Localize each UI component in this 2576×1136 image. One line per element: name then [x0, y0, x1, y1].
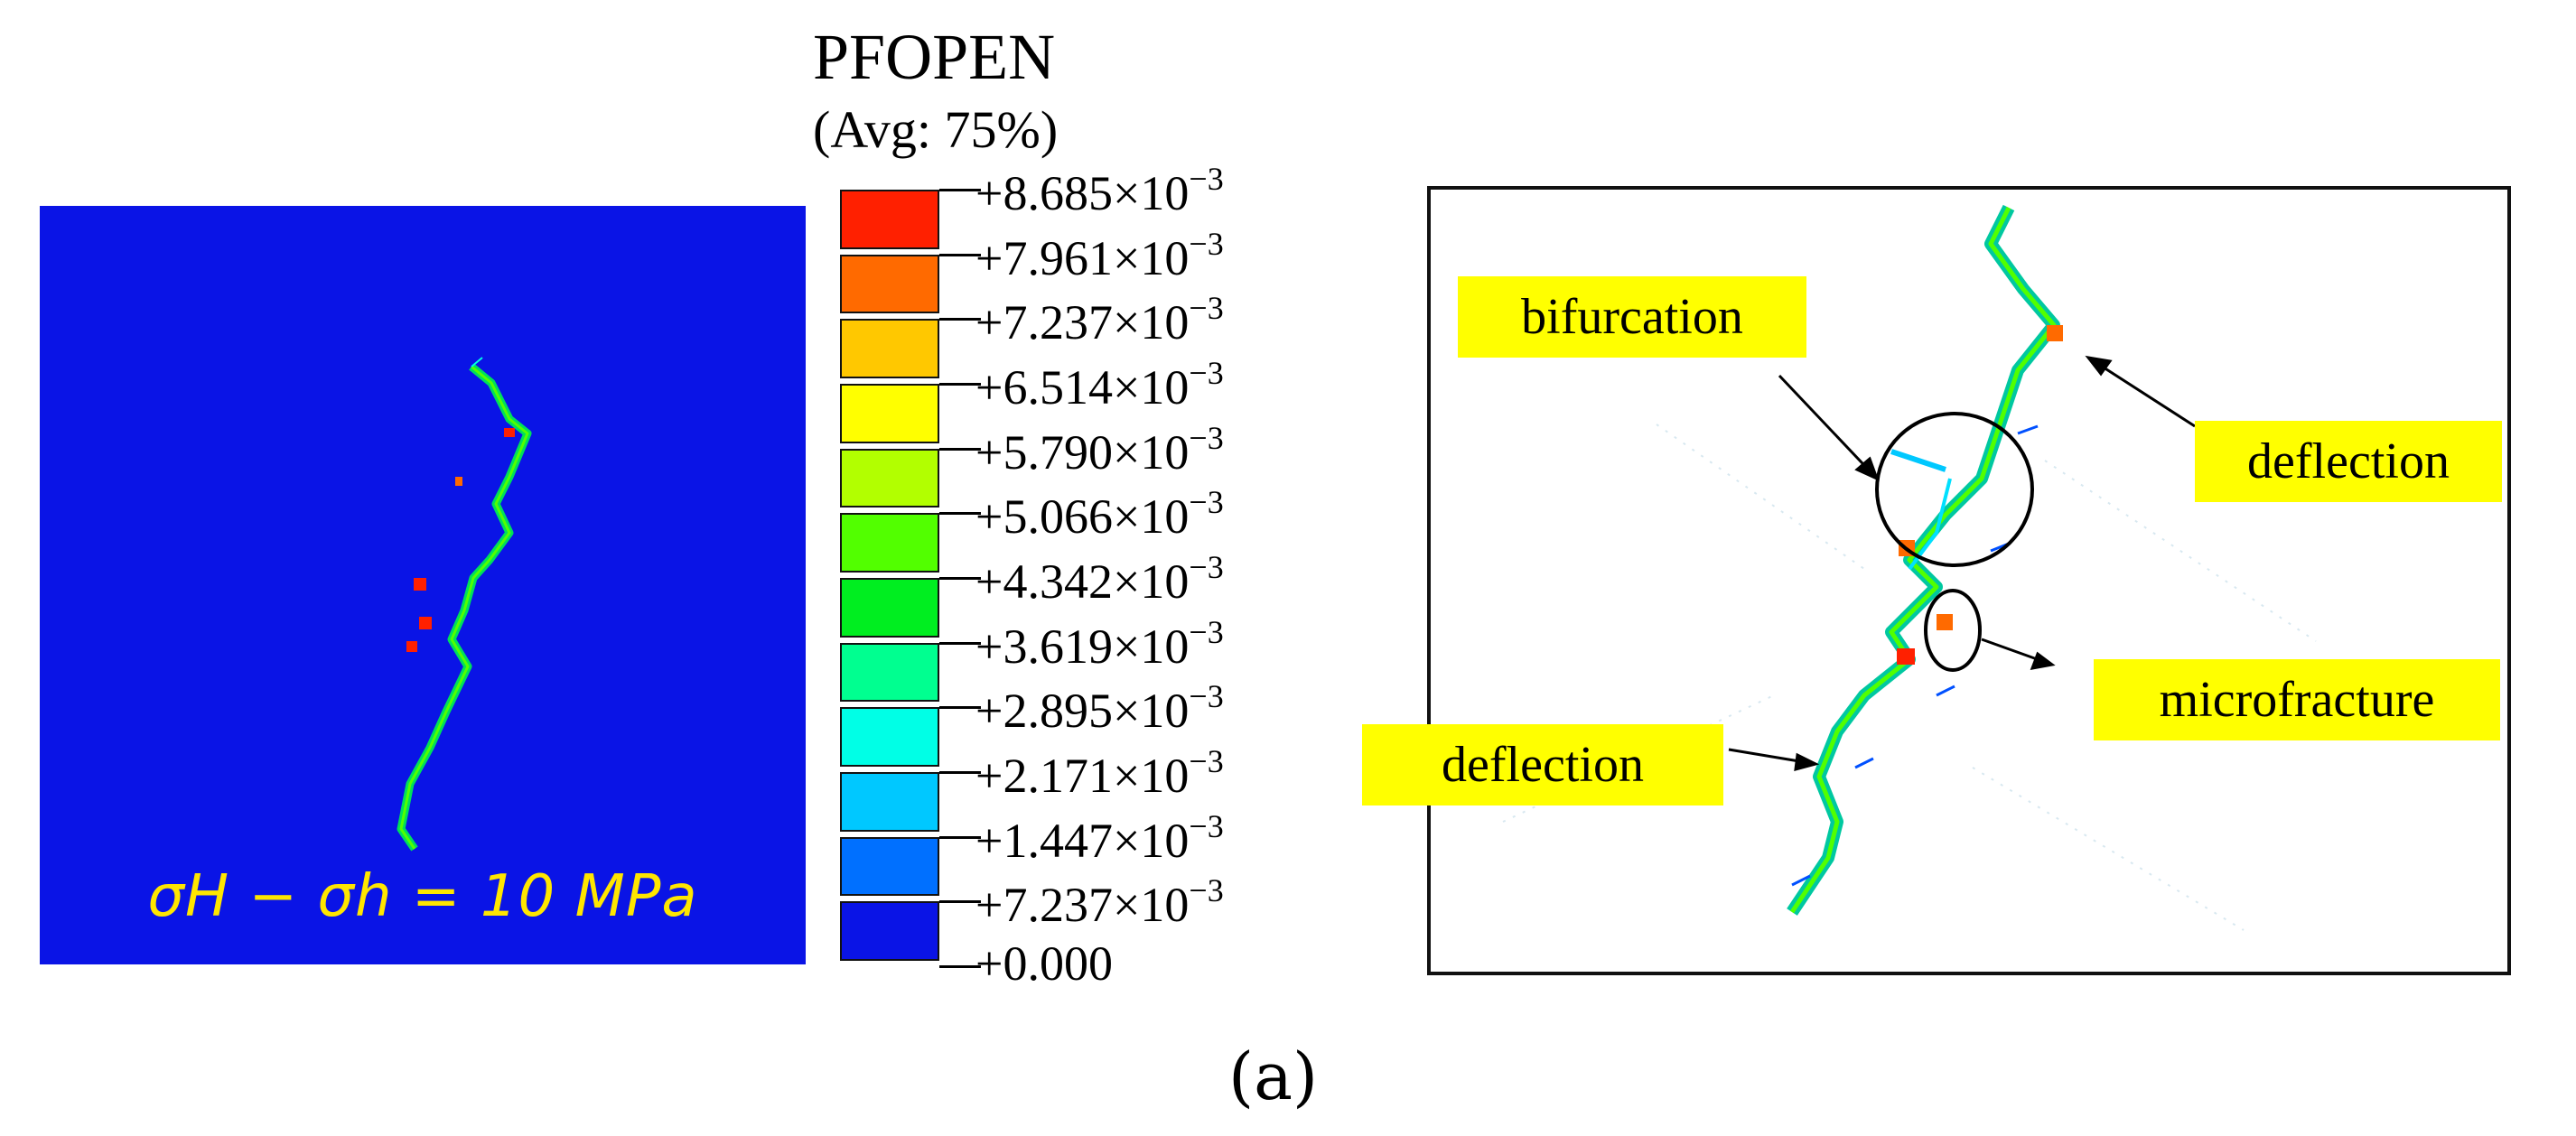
tick-label: +0.000 — [975, 939, 1113, 988]
tick-mantissa: +8.685×10 — [975, 166, 1190, 220]
fracture-path-graphic — [397, 357, 532, 852]
tick-exponent: −3 — [1189, 419, 1224, 456]
tick-mantissa: +0.000 — [975, 936, 1113, 991]
tick-mantissa: +7.961×10 — [975, 230, 1190, 285]
deflection-callout-left: deflection — [1362, 724, 1723, 805]
tick-label: +8.685×10−3 — [975, 163, 1224, 218]
bifurcation-callout: bifurcation — [1458, 276, 1806, 358]
tick-exponent: −3 — [1189, 678, 1224, 715]
tick-exponent: −3 — [1189, 225, 1224, 262]
tick-label: +6.514×10−3 — [975, 357, 1224, 412]
zoomed-fracture-graphic — [1502, 204, 2317, 931]
tick-exponent: −3 — [1189, 743, 1224, 779]
tick-mantissa: +5.066×10 — [975, 489, 1190, 545]
tick-mantissa: +2.171×10 — [975, 749, 1190, 803]
color-swatch — [840, 254, 939, 314]
tick-label: +3.619×10−3 — [975, 616, 1224, 671]
tick-exponent: −3 — [1189, 872, 1224, 909]
color-swatch — [840, 578, 939, 638]
color-swatch — [840, 707, 939, 767]
tick-exponent: −3 — [1189, 613, 1224, 650]
tick-label: +1.447×10−3 — [975, 810, 1224, 865]
panel-caption: (a) — [1228, 1038, 1319, 1114]
tick-mantissa: +7.237×10 — [975, 295, 1190, 350]
color-scale-bar — [840, 190, 941, 966]
microfracture-highlight-ellipse — [1924, 589, 1982, 672]
microfracture-callout: microfracture — [2094, 659, 2500, 740]
color-swatch — [840, 190, 939, 249]
color-swatch — [840, 448, 939, 508]
legend-title: PFOPEN — [813, 21, 1056, 93]
color-swatch — [840, 901, 939, 961]
color-swatch — [840, 642, 939, 703]
color-swatch — [840, 513, 939, 573]
tick-label: +4.342×10−3 — [975, 551, 1224, 606]
tick-label: +7.237×10−3 — [975, 292, 1224, 347]
tick-label: +5.066×10−3 — [975, 486, 1224, 541]
stress-difference-label: σH − σh = 10 MPa — [147, 863, 698, 930]
tick-mark — [939, 383, 981, 386]
tick-mark — [939, 771, 981, 774]
tick-mantissa: +3.619×10 — [975, 619, 1190, 674]
color-swatch — [840, 772, 939, 832]
tick-mantissa: +5.790×10 — [975, 424, 1190, 480]
tick-exponent: −3 — [1189, 549, 1224, 585]
tick-mark — [939, 447, 981, 451]
tick-label: +7.961×10−3 — [975, 228, 1224, 283]
tick-mark — [939, 253, 981, 256]
tick-mantissa: +7.237×10 — [975, 878, 1190, 933]
tick-exponent: −3 — [1189, 807, 1224, 844]
tick-exponent: −3 — [1189, 355, 1224, 391]
tick-mark — [939, 189, 981, 191]
tick-exponent: −3 — [1189, 161, 1224, 197]
simulation-panel: σH − σh = 10 MPa — [40, 206, 806, 964]
tick-mantissa: +4.342×10 — [975, 554, 1190, 609]
tick-mark — [939, 706, 981, 710]
tick-label: +5.790×10−3 — [975, 422, 1224, 477]
tick-mark — [939, 512, 981, 516]
tick-label: +2.171×10−3 — [975, 745, 1224, 800]
tick-label: +2.895×10−3 — [975, 680, 1224, 735]
color-swatch — [840, 319, 939, 378]
bifurcation-highlight-ellipse — [1875, 412, 2034, 567]
tick-exponent: −3 — [1189, 484, 1224, 521]
tick-label: +7.237×10−3 — [975, 874, 1224, 929]
tick-mantissa: +2.895×10 — [975, 684, 1190, 739]
tick-mark — [939, 577, 981, 580]
tick-mantissa: +6.514×10 — [975, 360, 1190, 414]
tick-mark — [939, 900, 981, 904]
tick-mantissa: +1.447×10 — [975, 813, 1190, 868]
legend-subtitle: (Avg: 75%) — [813, 100, 1059, 159]
zoomed-fracture-panel: bifurcation deflection microfracture def… — [1362, 186, 2511, 975]
tick-mark — [939, 835, 981, 839]
tick-mark — [939, 965, 981, 968]
color-swatch — [840, 384, 939, 443]
color-swatch — [840, 836, 939, 897]
tick-mark — [939, 318, 981, 321]
tick-exponent: −3 — [1189, 290, 1224, 327]
tick-mark — [939, 641, 981, 645]
deflection-callout-top: deflection — [2195, 421, 2502, 502]
